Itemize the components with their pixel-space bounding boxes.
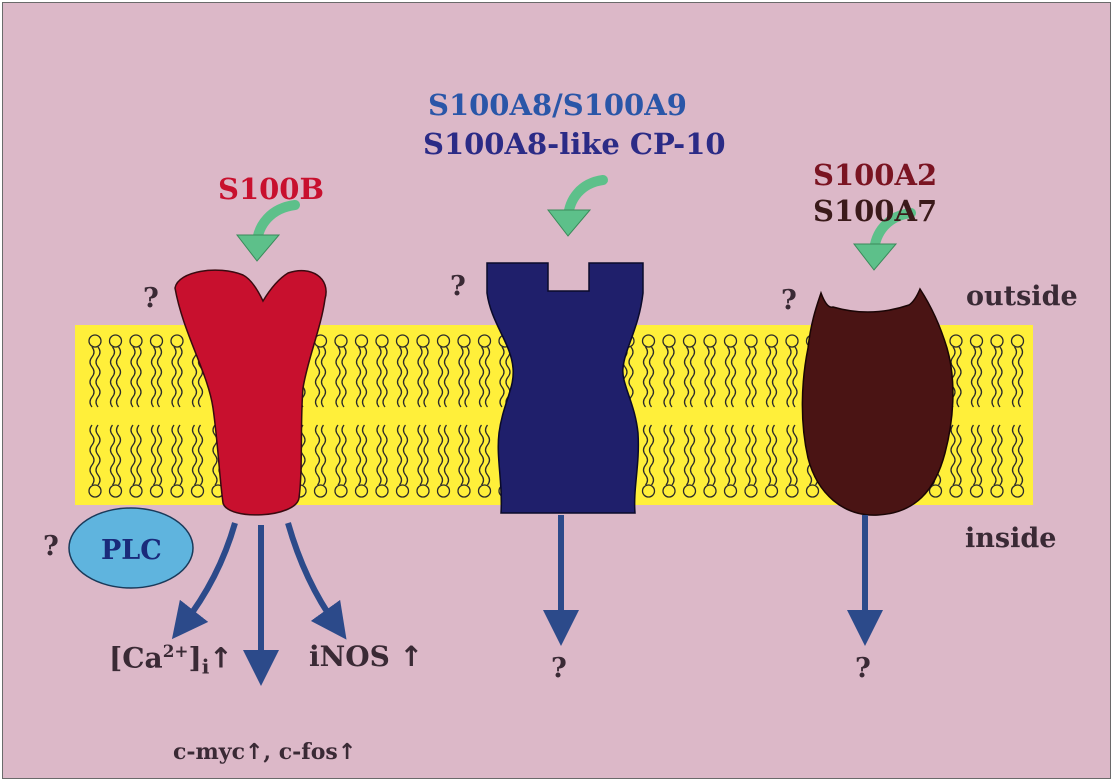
lipid-head <box>130 485 142 497</box>
s100a8-receptor <box>487 263 643 513</box>
lipid-head <box>766 335 778 347</box>
lipid-head <box>725 335 737 347</box>
lipid-head <box>479 485 491 497</box>
question-mark-s100a2: ? <box>781 287 797 314</box>
myc-text: c-myc <box>173 739 245 765</box>
lipid-head <box>89 485 101 497</box>
lipid-head <box>663 335 675 347</box>
lipid-head <box>151 335 163 347</box>
label-s100a7: S100A7 <box>813 197 937 226</box>
lipid-head <box>315 485 327 497</box>
lipid-head <box>335 485 347 497</box>
lipid-head <box>458 485 470 497</box>
lipid-head <box>807 485 819 497</box>
s100a2-receptor <box>802 289 953 515</box>
signal-arrows <box>183 515 865 668</box>
lipid-head <box>1012 485 1024 497</box>
lipid-head <box>786 335 798 347</box>
label-inos-increase: iNOS ↑ <box>309 643 423 671</box>
green-arrowhead-s100a2 <box>854 244 896 270</box>
lipid-head <box>479 335 491 347</box>
up-arrow-icon: ↑ <box>209 641 232 674</box>
green-arrowhead-s100b <box>237 235 279 261</box>
lipid-head <box>991 335 1003 347</box>
question-mark-s100a8-output: ? <box>551 655 567 682</box>
calcium-text: [Ca <box>109 641 163 674</box>
lipid-head <box>438 485 450 497</box>
lipid-head <box>417 485 429 497</box>
separator-text: , <box>263 739 278 765</box>
lipid-head <box>438 335 450 347</box>
lipid-head <box>376 485 388 497</box>
lipid-head <box>417 335 429 347</box>
inos-text: iNOS <box>309 640 390 673</box>
label-s100a2: S100A2 <box>813 161 937 190</box>
lipid-head <box>684 485 696 497</box>
label-plc: PLC <box>101 537 162 564</box>
lipid-head <box>89 335 101 347</box>
lipid-head <box>130 335 142 347</box>
lipid-head <box>192 485 204 497</box>
label-inside: inside <box>965 525 1056 552</box>
lipid-head <box>725 485 737 497</box>
label-outside: outside <box>966 283 1078 310</box>
lipid-head <box>745 485 757 497</box>
lipid-head <box>766 485 778 497</box>
label-s100b: S100B <box>218 175 324 204</box>
binding-arrows <box>237 180 911 270</box>
lipid-head <box>151 485 163 497</box>
lipid-head <box>684 335 696 347</box>
question-mark-s100a8: ? <box>450 273 466 300</box>
lipid-head <box>643 485 655 497</box>
calcium-charge: 2+ <box>163 641 189 661</box>
label-myc-fos: c-myc↑, c-fos↑ <box>173 741 356 764</box>
lipid-head <box>950 335 962 347</box>
lipid-head <box>971 485 983 497</box>
lipid-head <box>458 335 470 347</box>
lipid-head <box>745 335 757 347</box>
green-arrowhead-s100a8 <box>548 210 590 236</box>
question-mark-s100b: ? <box>143 285 159 312</box>
arrow-to-inos <box>288 523 336 625</box>
lipid-head <box>397 485 409 497</box>
label-calcium-increase: [Ca2+]i↑ <box>109 643 233 676</box>
calcium-bracket: ] <box>188 641 201 674</box>
fos-text: c-fos <box>279 739 338 765</box>
up-arrow-icon: ↑ <box>338 740 356 765</box>
lipid-head <box>171 335 183 347</box>
lipid-head <box>397 335 409 347</box>
lipid-head <box>335 335 347 347</box>
lipid-head <box>1012 335 1024 347</box>
lipid-head <box>356 335 368 347</box>
lipid-head <box>110 335 122 347</box>
lipid-head <box>171 485 183 497</box>
lipid-head <box>971 335 983 347</box>
up-arrow-icon: ↑ <box>400 640 423 673</box>
lipid-head <box>376 335 388 347</box>
label-s100a8-like-cp10: S100A8-like CP-10 <box>423 130 726 159</box>
question-mark-plc: ? <box>43 533 59 560</box>
question-mark-s100a2-output: ? <box>855 655 871 682</box>
lipid-head <box>704 335 716 347</box>
lipid-head <box>643 335 655 347</box>
lipid-head <box>663 485 675 497</box>
up-arrow-icon: ↑ <box>245 740 263 765</box>
lipid-head <box>950 485 962 497</box>
lipid-head <box>704 485 716 497</box>
lipid-head <box>991 485 1003 497</box>
lipid-head <box>356 485 368 497</box>
lipid-head <box>110 485 122 497</box>
label-s100a8-s100a9: S100A8/S100A9 <box>428 91 687 120</box>
lipid-head <box>786 485 798 497</box>
